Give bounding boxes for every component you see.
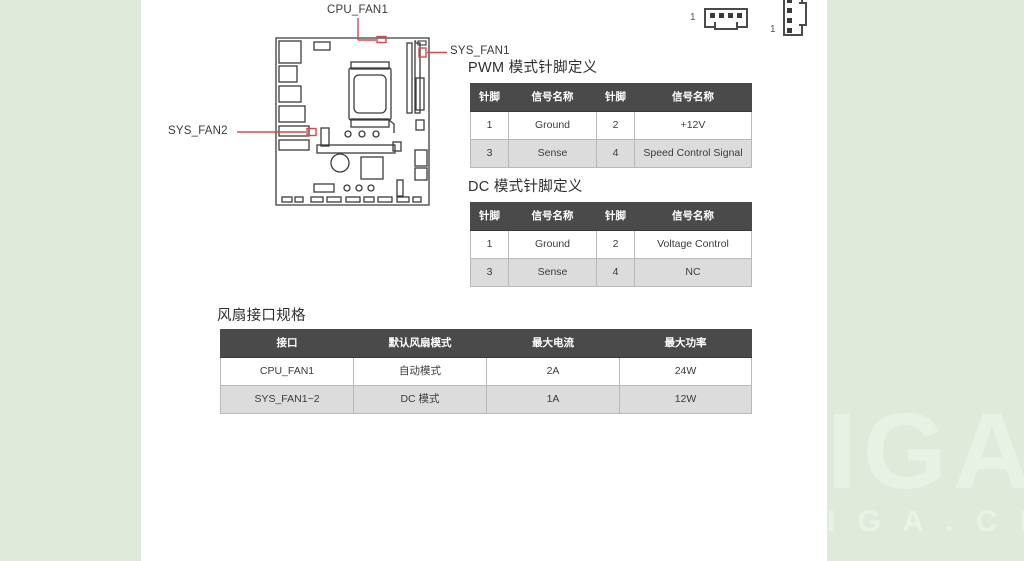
header-notch-horizontal bbox=[714, 22, 738, 30]
cell-default-mode: DC 模式 bbox=[353, 385, 487, 414]
cell-signal: +12V bbox=[634, 111, 752, 140]
table-row: 3 Sense 4 Speed Control Signal bbox=[470, 139, 752, 168]
pin-icon bbox=[787, 8, 792, 13]
document-page: CPU_FAN1 SYS_FAN1 SYS_FAN2 1 1 PWM 模式针脚定… bbox=[141, 0, 827, 561]
cell-signal: Ground bbox=[508, 230, 597, 259]
cell-pin: 1 bbox=[470, 111, 509, 140]
label-sys-fan2: SYS_FAN2 bbox=[168, 125, 228, 137]
cell-signal: Ground bbox=[508, 111, 597, 140]
pin1-label-vertical: 1 bbox=[770, 24, 776, 35]
column-header: 最大电流 bbox=[486, 329, 620, 358]
cell-signal: Voltage Control bbox=[634, 230, 752, 259]
cell-pin: 3 bbox=[470, 258, 509, 287]
cell-max-current: 2A bbox=[486, 357, 620, 386]
cell-interface: CPU_FAN1 bbox=[220, 357, 354, 386]
cell-max-power: 12W bbox=[619, 385, 752, 414]
table-row: 1 Ground 2 Voltage Control bbox=[470, 230, 752, 259]
column-header: 信号名称 bbox=[634, 83, 752, 112]
cell-signal: Sense bbox=[508, 139, 597, 168]
left-green-band bbox=[0, 0, 141, 561]
pwm-section-heading: PWM 模式针脚定义 bbox=[468, 60, 598, 76]
column-header: 信号名称 bbox=[508, 202, 597, 231]
cell-interface: SYS_FAN1~2 bbox=[220, 385, 354, 414]
column-header: 信号名称 bbox=[634, 202, 752, 231]
column-header: 针脚 bbox=[470, 83, 509, 112]
column-header: 最大功率 bbox=[619, 329, 752, 358]
pin-icon bbox=[710, 13, 715, 18]
table-header-row: 针脚 信号名称 针脚 信号名称 bbox=[470, 83, 752, 112]
column-header: 针脚 bbox=[470, 202, 509, 231]
cell-pin: 2 bbox=[596, 230, 635, 259]
pin-icon bbox=[787, 28, 792, 33]
watermark-small: I G A . C N bbox=[827, 505, 1024, 538]
fan-interface-spec-table: 接口 默认风扇模式 最大电流 最大功率 CPU_FAN1 自动模式 2A 24W… bbox=[220, 329, 752, 414]
dc-pin-definition-table: 针脚 信号名称 针脚 信号名称 1 Ground 2 Voltage Contr… bbox=[470, 202, 752, 287]
right-green-band: IGA I G A . C N bbox=[827, 0, 1024, 561]
motherboard-svg bbox=[237, 18, 447, 206]
pin-icon bbox=[787, 0, 792, 3]
column-header: 针脚 bbox=[596, 83, 635, 112]
cell-max-power: 24W bbox=[619, 357, 752, 386]
table-row: CPU_FAN1 自动模式 2A 24W bbox=[220, 357, 752, 386]
pin1-label-horizontal: 1 bbox=[690, 12, 696, 23]
pwm-pin-definition-table: 针脚 信号名称 针脚 信号名称 1 Ground 2 +12V 3 Sense … bbox=[470, 83, 752, 168]
pin-icon bbox=[737, 13, 742, 18]
table-header-row: 针脚 信号名称 针脚 信号名称 bbox=[470, 202, 752, 231]
pin-icon bbox=[719, 13, 724, 18]
cell-default-mode: 自动模式 bbox=[353, 357, 487, 386]
cell-pin: 2 bbox=[596, 111, 635, 140]
column-header: 默认风扇模式 bbox=[353, 329, 487, 358]
cell-pin: 3 bbox=[470, 139, 509, 168]
cell-pin: 1 bbox=[470, 230, 509, 259]
label-cpu-fan1: CPU_FAN1 bbox=[327, 4, 389, 16]
label-sys-fan1: SYS_FAN1 bbox=[450, 45, 510, 57]
watermark-big: IGA bbox=[827, 390, 1024, 511]
cell-signal: NC bbox=[634, 258, 752, 287]
dc-section-heading: DC 模式针脚定义 bbox=[468, 179, 583, 195]
table-row: 3 Sense 4 NC bbox=[470, 258, 752, 287]
cell-pin: 4 bbox=[596, 258, 635, 287]
cell-signal: Sense bbox=[508, 258, 597, 287]
table-header-row: 接口 默认风扇模式 最大电流 最大功率 bbox=[220, 329, 752, 358]
motherboard-diagram: CPU_FAN1 SYS_FAN1 SYS_FAN2 bbox=[168, 0, 541, 215]
pin-icon bbox=[728, 13, 733, 18]
column-header: 针脚 bbox=[596, 202, 635, 231]
header-notch-vertical bbox=[799, 2, 807, 26]
cell-pin: 4 bbox=[596, 139, 635, 168]
cell-signal: Speed Control Signal bbox=[634, 139, 752, 168]
table-row: SYS_FAN1~2 DC 模式 1A 12W bbox=[220, 385, 752, 414]
fan-spec-section-heading: 风扇接口规格 bbox=[217, 308, 306, 324]
cell-max-current: 1A bbox=[486, 385, 620, 414]
table-row: 1 Ground 2 +12V bbox=[470, 111, 752, 140]
pin-icon bbox=[787, 18, 792, 23]
column-header: 接口 bbox=[220, 329, 354, 358]
column-header: 信号名称 bbox=[508, 83, 597, 112]
